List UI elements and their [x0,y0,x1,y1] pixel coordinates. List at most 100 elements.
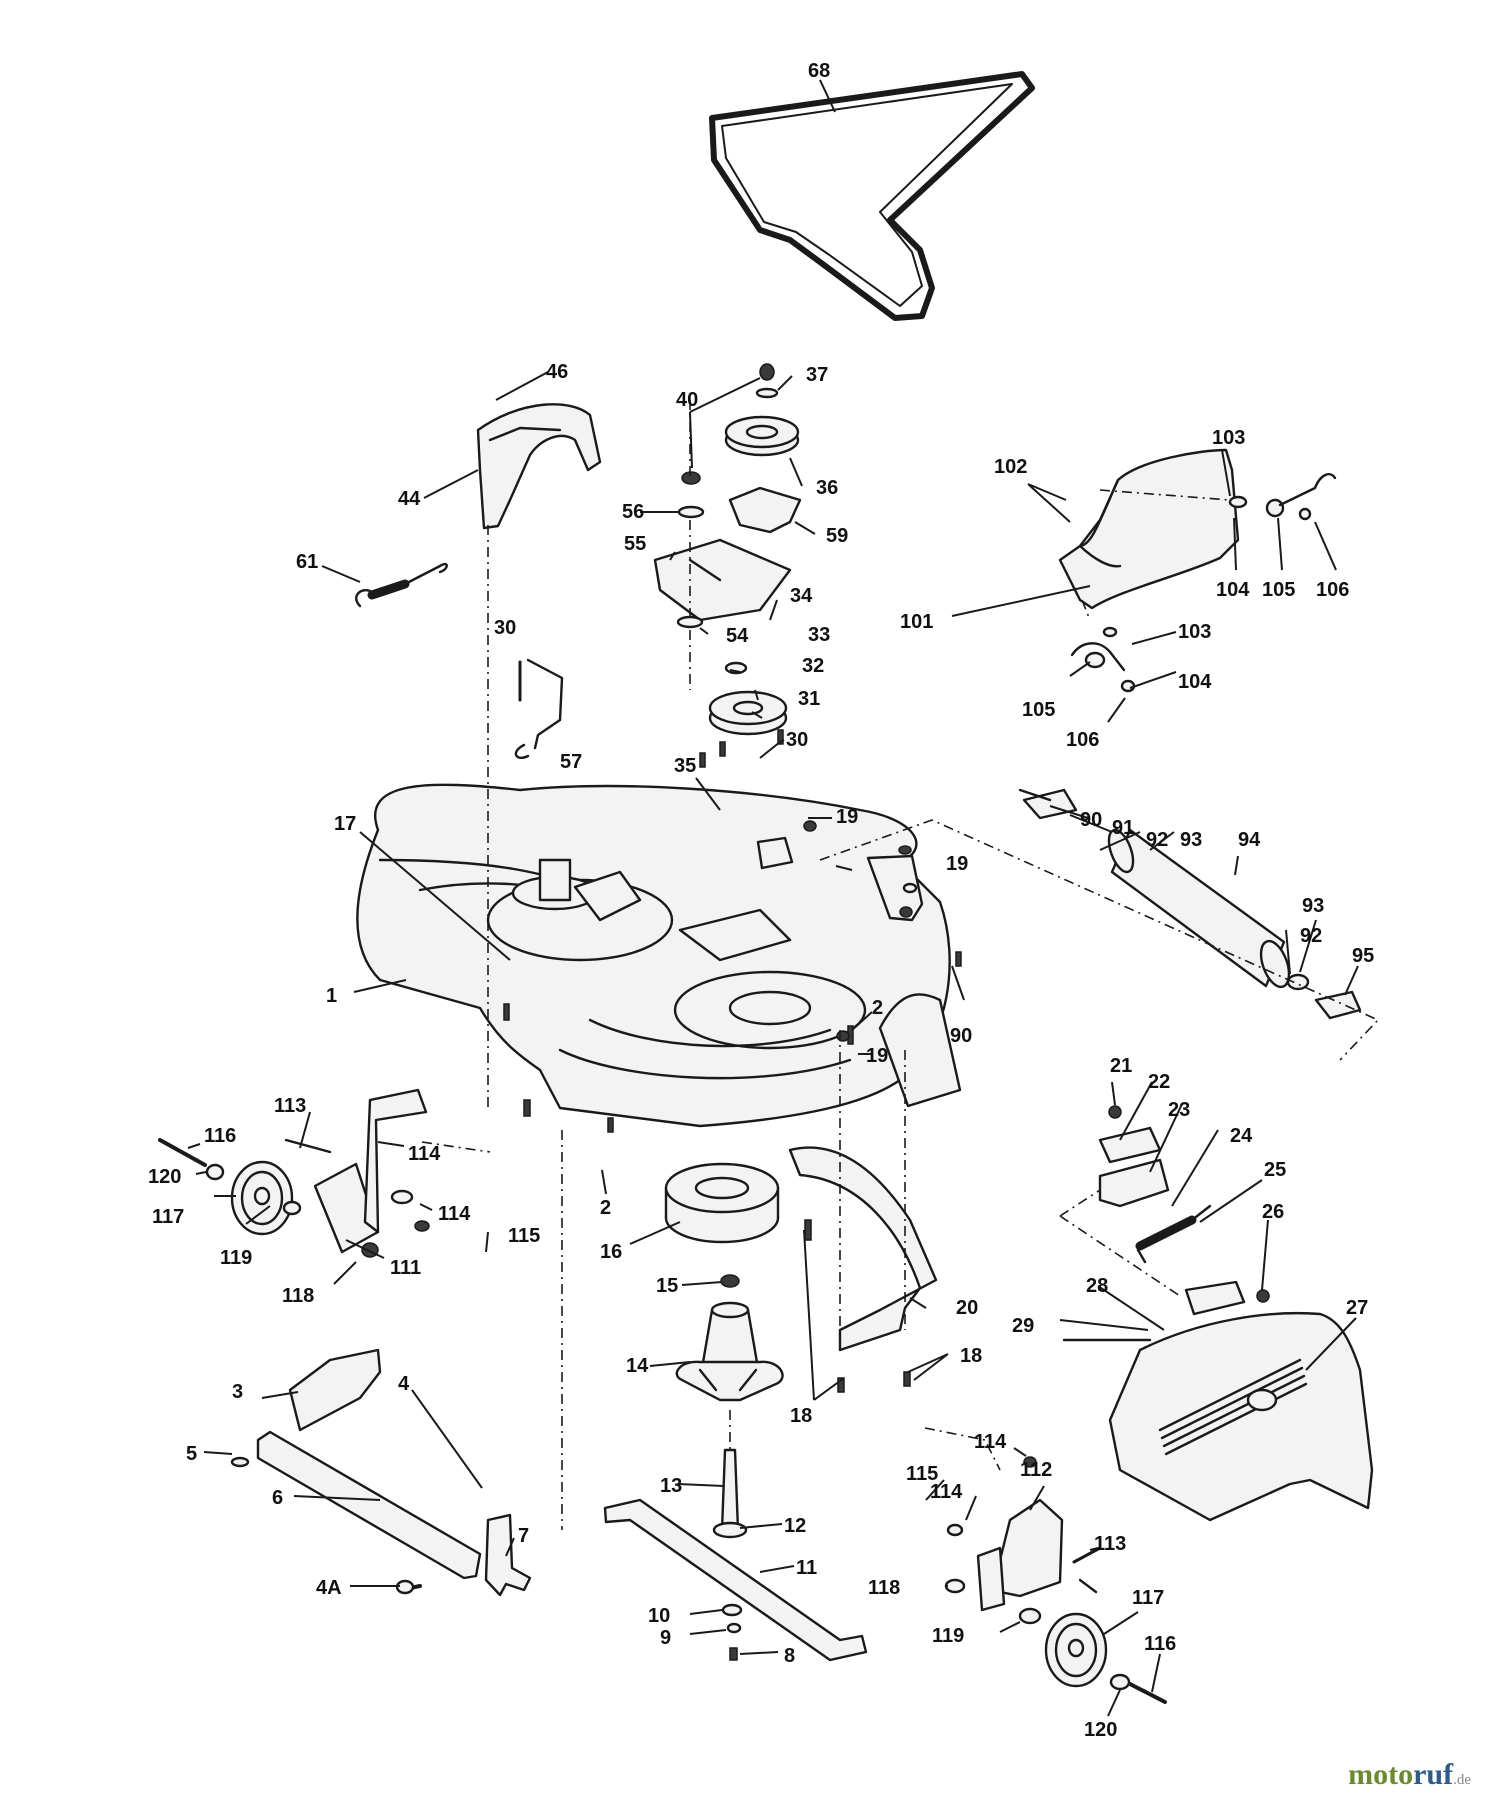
callout-label: 2 [872,997,883,1019]
callout-label: 95 [1352,945,1374,967]
callout-label: 15 [656,1275,678,1297]
callout-label: 26 [1262,1201,1284,1223]
spring [355,562,448,608]
callout-label: 22 [1148,1071,1170,1093]
callout-label: 118 [868,1577,900,1599]
callout-label: 93 [1180,829,1202,851]
callout-label: 14 [626,1355,649,1377]
belt-guide [788,1146,938,1352]
discharge-chute [1062,1280,1374,1522]
callout-label: 115 [906,1463,938,1485]
callout-label: 54 [726,625,749,647]
linkage-rod [514,658,564,759]
callout-label: 120 [1084,1719,1117,1741]
callout-label: 103 [1178,621,1211,643]
callout-label: 32 [802,655,824,677]
wheel-bracket-right [944,1456,1102,1612]
callout-label: 92 [1146,829,1168,851]
callout-label: 92 [1300,925,1322,947]
callout-label: 16 [600,1241,622,1263]
spindle-housing [675,1301,784,1402]
watermark-brand-main: moto [1348,1758,1414,1791]
shield-hardware-top [1228,473,1337,521]
callout-label: 117 [1132,1587,1164,1609]
callout-label: 114 [408,1143,441,1165]
idler-pulleys [708,415,800,736]
callout-label: 19 [946,853,968,875]
callout-label: 30 [786,729,808,751]
drive-belt [709,71,1035,321]
wheel-bracket-left [284,1088,430,1258]
callout-label: 28 [1086,1275,1108,1297]
callout-label: 44 [398,488,421,510]
callout-label: 29 [1012,1315,1034,1337]
pulley-16 [664,1162,780,1244]
callout-label: 103 [1212,427,1245,449]
callout-label: 17 [334,813,356,835]
misc-bolts [503,729,962,1393]
callout-label: 10 [648,1605,670,1627]
callout-label: 35 [674,755,696,777]
callout-label: 106 [1316,579,1349,601]
shield-hardware-bottom [1070,626,1136,693]
callout-label: 5 [186,1443,197,1465]
callout-label: 24 [1230,1125,1253,1147]
callout-label: 8 [784,1645,795,1667]
callout-label: 11 [796,1557,817,1579]
tension-spring [1135,1204,1212,1264]
watermark-tld: .de [1453,1772,1471,1788]
callout-label: 119 [932,1625,964,1647]
callout-label: 119 [220,1247,252,1269]
mower-deck [356,783,962,1128]
callout-label: 7 [518,1525,529,1547]
callout-label: 117 [152,1206,184,1228]
link-arm [230,1430,482,1580]
callout-label: 106 [1066,729,1099,751]
gauge-wheel-left [158,1138,302,1236]
callout-label: 104 [1216,579,1250,601]
callout-label: 36 [816,477,838,499]
spindle-shaft [712,1448,748,1539]
callout-label: 3 [232,1381,243,1403]
callout-label: 31 [798,688,820,710]
callout-label: 113 [274,1095,306,1117]
callout-label: 118 [282,1285,314,1307]
anti-scalp-roller [1018,788,1362,1020]
callout-label: 13 [660,1475,682,1497]
callout-label: 2 [600,1197,611,1219]
callout-label: 12 [784,1515,806,1537]
callout-label: 21 [1110,1055,1132,1077]
callout-label: 6 [272,1487,283,1509]
callout-label: 94 [1238,829,1261,851]
leader-lines [187,79,1359,1717]
callout-label: 104 [1178,671,1212,693]
watermark-brand-accent: ruf [1413,1758,1454,1791]
bearing-15 [720,1274,740,1288]
callout-label: 19 [866,1045,888,1067]
callout-label: 30 [494,617,516,639]
callout-label: 114 [930,1481,963,1503]
callout-label: 112 [1020,1459,1052,1481]
callout-label: 34 [790,585,813,607]
callout-label: 4 [398,1373,410,1395]
callout-label: 90 [1080,809,1102,831]
blade-hardware [721,1603,743,1661]
callout-label: 111 [390,1257,421,1279]
callout-label: 91 [1112,817,1134,839]
callout-label: 33 [808,624,830,646]
site-watermark: motoruf.de [1348,1758,1471,1792]
callout-label: 115 [508,1225,540,1247]
callout-label: 90 [950,1025,972,1047]
arm-bracket-4 [395,1513,532,1597]
front-hanger-bracket [288,1348,382,1432]
callout-label: 23 [1168,1099,1190,1121]
callout-label: 93 [1302,895,1324,917]
callout-label: 56 [622,501,644,523]
mower-blade [603,1498,868,1662]
bracket-59 [728,486,802,534]
callout-label: 61 [296,551,318,573]
callout-label: 18 [960,1345,982,1367]
assembly-lines [421,400,1380,1530]
callout-label: 55 [624,533,646,555]
